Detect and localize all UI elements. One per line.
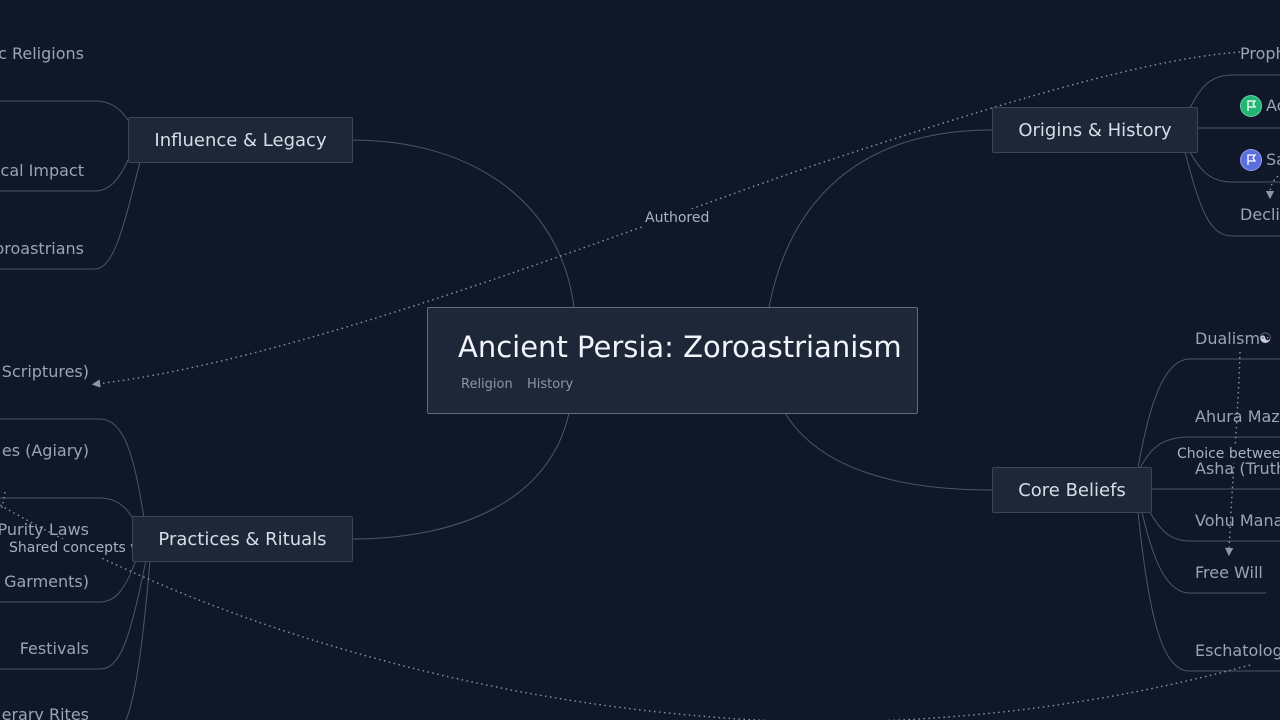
flag-icon	[1240, 149, 1262, 171]
edge-label-authored: Authored	[644, 209, 711, 227]
leaf-ahura-mazda[interactable]: Ahura Maz	[1195, 407, 1280, 426]
crosslink-sasanian-decline	[1265, 175, 1279, 200]
link-core-vohu	[1149, 511, 1280, 542]
flag-icon	[1240, 95, 1262, 117]
leaf-funerary-rites[interactable]: erary Rites	[1, 705, 89, 720]
link-core-eschatology	[1137, 511, 1280, 672]
link-root-practices	[351, 412, 570, 540]
link-root-origins	[768, 129, 993, 308]
leaf-prophet[interactable]: Proph	[1240, 44, 1280, 63]
crosslink-shared	[0, 504, 1251, 720]
leaf-purity-laws[interactable]: Purity Laws	[0, 520, 89, 539]
link-practices-garments	[0, 559, 137, 603]
link-practices-purity	[0, 497, 135, 521]
leaf-dualism[interactable]: Dualism	[1195, 329, 1261, 348]
link-origins-decline	[1184, 151, 1280, 237]
leaf-sasanian[interactable]: Sa	[1266, 150, 1280, 169]
branch-core-beliefs[interactable]: Core Beliefs	[992, 467, 1152, 513]
link-core-ahura	[1139, 436, 1280, 469]
leaf-eschatology[interactable]: Eschatolog	[1195, 641, 1280, 660]
link-root-influence	[351, 139, 575, 308]
leaf-political-impact[interactable]: cal Impact	[0, 161, 84, 180]
leaf-scriptures[interactable]: Scriptures)	[1, 362, 89, 381]
link-practices-festivals	[0, 559, 147, 670]
link-origins-prophet	[1189, 74, 1280, 109]
link-core-freewill	[1141, 511, 1266, 594]
leaf-modern-zoroastrians[interactable]: oroastrians	[0, 239, 84, 258]
link-core-dualism	[1137, 358, 1280, 469]
crosslink-left-stub	[1, 491, 6, 509]
edge-label-shared: Shared concepts with	[8, 539, 162, 557]
leaf-free-will[interactable]: Free Will	[1195, 563, 1263, 582]
root-title: Ancient Persia: Zoroastrianism	[458, 330, 902, 364]
branch-practices-rituals[interactable]: Practices & Rituals	[132, 516, 353, 562]
edge-label-choice: Choice betwee	[1176, 445, 1280, 463]
link-influence-political	[0, 159, 129, 192]
leaf-festivals[interactable]: Festivals	[19, 639, 89, 658]
leaf-vohu-manah[interactable]: Vohu Mana	[1195, 511, 1280, 530]
leaf-achaemenid[interactable]: Ac	[1266, 96, 1280, 115]
leaf-sacred-garments[interactable]: Garments)	[4, 572, 89, 591]
link-root-core	[784, 412, 993, 491]
leaf-abrahamic-religions[interactable]: c Religions	[0, 44, 84, 63]
leaf-fire-temples[interactable]: es (Agiary)	[1, 441, 89, 460]
branch-origins-history[interactable]: Origins & History	[992, 107, 1198, 153]
leaf-decline[interactable]: Decli	[1240, 205, 1280, 224]
yin-yang-icon: ☯	[1259, 331, 1272, 347]
tag-history[interactable]: History	[527, 377, 574, 392]
branch-influence-legacy[interactable]: Influence & Legacy	[128, 117, 353, 163]
link-influence-modern	[0, 161, 141, 270]
link-practices-funerary	[125, 559, 151, 720]
link-origins-sasanian	[1189, 151, 1280, 183]
root-node[interactable]: Ancient Persia: Zoroastrianism Religion …	[427, 307, 918, 414]
link-influence-abrahamic	[0, 100, 129, 121]
link-practices-fire	[0, 418, 145, 519]
leaf-asha[interactable]: Asha (Truth	[1195, 459, 1280, 478]
tag-religion[interactable]: Religion	[461, 377, 513, 392]
crosslink-authored	[91, 51, 1241, 388]
